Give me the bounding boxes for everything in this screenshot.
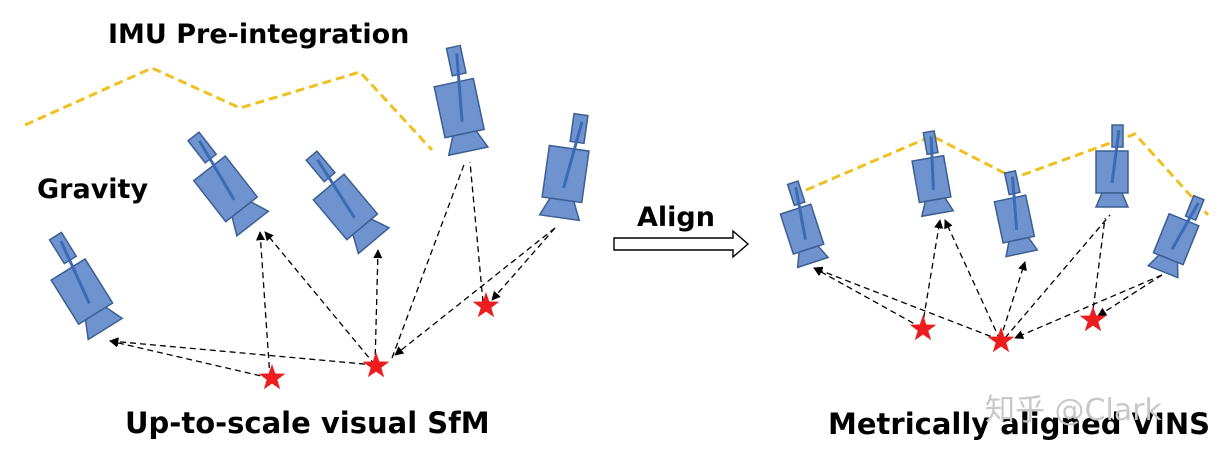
aligned-observation-lines xyxy=(813,214,1163,341)
camera-icon xyxy=(289,145,391,255)
camera-icon xyxy=(425,42,490,157)
camera-icon xyxy=(538,109,596,222)
camera-icon xyxy=(1094,123,1130,209)
camera-icon xyxy=(170,126,270,238)
landmark-star-icon xyxy=(258,364,286,390)
gravity-label: Gravity xyxy=(37,174,148,205)
camera-icon xyxy=(987,168,1039,259)
camera-icon xyxy=(770,178,830,269)
watermark: 知乎 @Clark xyxy=(985,393,1163,428)
landmark-star-icon xyxy=(987,327,1015,353)
align-label: Align xyxy=(637,202,715,233)
landmark-star-icon xyxy=(1079,306,1107,332)
align-arrow-icon xyxy=(613,229,750,259)
camera-icon xyxy=(31,227,124,342)
imu-preintegration-path xyxy=(24,66,434,152)
landmark-star-icon xyxy=(909,315,937,341)
sfm-caption: Up-to-scale visual SfM xyxy=(125,406,490,440)
vins-caption: Metrically aligned VINS xyxy=(828,407,1210,441)
imu-preintegration-label: IMU Pre-integration xyxy=(108,19,409,50)
sfm-observation-lines xyxy=(109,161,556,379)
camera-icon xyxy=(1146,188,1211,280)
